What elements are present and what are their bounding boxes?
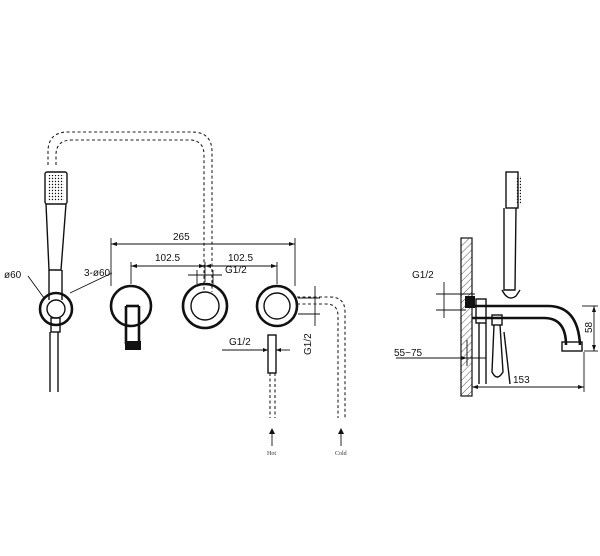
- holder-rosette: [38, 291, 74, 327]
- dim-overall: 265: [110, 232, 296, 286]
- shower-handle: [45, 203, 67, 271]
- shower-head: [44, 171, 68, 205]
- thread-vertical-label: G1/2: [303, 333, 314, 355]
- dim-wall-depth: 55~75: [394, 340, 486, 366]
- supply-pipes: Hot Cold: [267, 296, 347, 457]
- thread-top: G1/2: [188, 265, 247, 284]
- inlet-pipe-stub: [267, 334, 277, 374]
- dim-left-spacing-label: 102.5: [155, 253, 180, 264]
- spout-rosette: [109, 284, 153, 328]
- wall-section: [460, 237, 473, 397]
- hose-outer: [47, 131, 213, 292]
- dim-overall-label: 265: [173, 232, 190, 243]
- thread-bottom: G1/2: [222, 337, 290, 352]
- shower-nozzles: [48, 175, 64, 201]
- holder-inner: [46, 299, 66, 319]
- thread-top-label: G1/2: [225, 265, 247, 276]
- valve-right-handle: [263, 292, 291, 320]
- wall-connector: [465, 296, 475, 308]
- thread-vertical: G1/2: [298, 286, 320, 355]
- front-view: ø60 3-ø60 265: [4, 131, 347, 457]
- spout-side: [472, 298, 583, 352]
- hose-inner: [55, 139, 205, 292]
- thread-bottom-label: G1/2: [229, 337, 251, 348]
- dim-right-spacing-label: 102.5: [228, 253, 253, 264]
- dim-spout-height-label: 58: [584, 321, 595, 333]
- hand-shower: [44, 171, 68, 271]
- side-hoses: [478, 323, 511, 385]
- dim-spout-reach-label: 153: [513, 375, 530, 386]
- dim-wall-depth-label: 55~75: [394, 348, 423, 359]
- dim-spacing: 102.5 102.5: [130, 253, 278, 284]
- spout-front: [109, 284, 153, 350]
- side-view: G1/2 55~75 153 58: [394, 171, 598, 397]
- valve-left: [181, 282, 229, 330]
- dim-spout-reach: 153: [472, 352, 585, 392]
- shower-holder: [38, 270, 74, 392]
- side-thread-label: G1/2: [412, 270, 434, 281]
- valve-left-handle: [190, 291, 220, 321]
- side-thread: G1/2: [412, 270, 475, 318]
- holder-bracket: [50, 317, 61, 333]
- holder-diameter-label: ø60: [4, 270, 22, 281]
- valve-right-rosette: [255, 284, 299, 328]
- three-holes-label: 3-ø60: [84, 268, 111, 279]
- spout-outlet: [125, 341, 141, 350]
- cold-label: Cold: [335, 451, 347, 457]
- valve-left-rosette: [181, 282, 229, 330]
- hot-label: Hot: [267, 451, 276, 457]
- hand-shower-side: [501, 171, 521, 299]
- dim-spout-height: 58: [582, 305, 598, 352]
- spout-side-outlet: [561, 341, 583, 352]
- valve-right: [255, 284, 299, 374]
